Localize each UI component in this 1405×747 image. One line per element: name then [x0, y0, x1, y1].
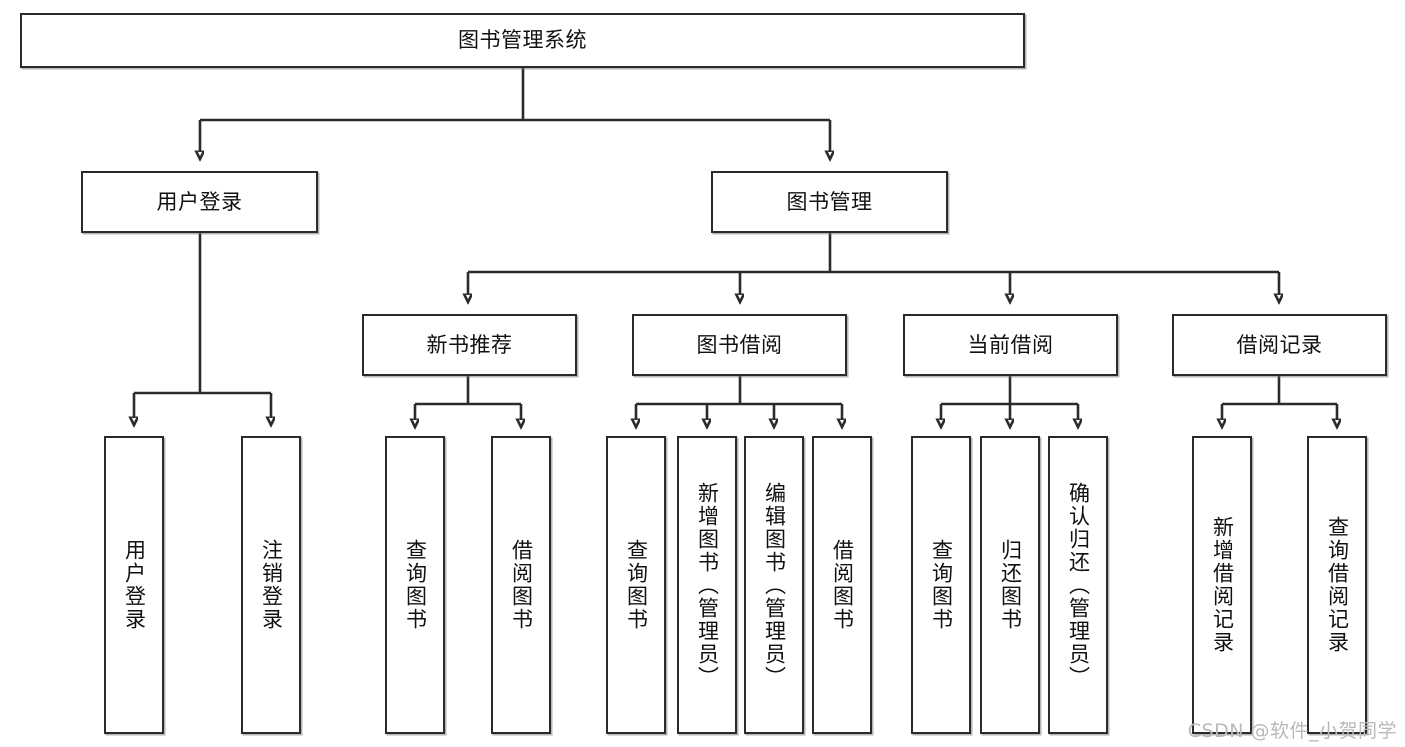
node-root-label: 图书管理系统: [458, 28, 587, 53]
leaf-edit-book-admin[interactable]: 编辑图书（管理员）: [744, 436, 804, 734]
node-current-borrow-label: 当前借阅: [967, 332, 1054, 357]
node-book-manage[interactable]: 图书管理: [711, 171, 948, 233]
leaf-logout-login-label: 注销登录: [259, 539, 284, 631]
leaf-user-login-label: 用户登录: [122, 539, 147, 631]
node-user-login[interactable]: 用户登录: [81, 171, 318, 233]
leaf-query-book-rec-label: 查询图书: [403, 539, 428, 631]
leaf-edit-book-admin-label: 编辑图书（管理员）: [762, 481, 787, 689]
leaf-add-book-admin[interactable]: 新增图书（管理员）: [677, 436, 737, 734]
leaf-add-book-admin-label: 新增图书（管理员）: [695, 481, 720, 689]
leaf-return-book[interactable]: 归还图书: [980, 436, 1040, 734]
node-book-borrow-label: 图书借阅: [696, 332, 783, 357]
node-book-borrow[interactable]: 图书借阅: [632, 314, 847, 376]
node-new-book-rec[interactable]: 新书推荐: [362, 314, 577, 376]
node-root[interactable]: 图书管理系统: [20, 13, 1025, 68]
leaf-query-book-borrow-label: 查询图书: [624, 539, 649, 631]
leaf-query-borrow-record-label: 查询借阅记录: [1325, 516, 1350, 654]
leaf-query-book-borrow[interactable]: 查询图书: [606, 436, 666, 734]
leaf-return-book-label: 归还图书: [998, 539, 1023, 631]
leaf-query-book-rec[interactable]: 查询图书: [385, 436, 445, 734]
node-user-login-label: 用户登录: [156, 189, 243, 214]
leaf-borrow-book-borrow[interactable]: 借阅图书: [812, 436, 872, 734]
node-borrow-record[interactable]: 借阅记录: [1172, 314, 1387, 376]
leaf-borrow-book-rec[interactable]: 借阅图书: [491, 436, 551, 734]
leaf-confirm-return-admin-label: 确认归还（管理员）: [1066, 481, 1091, 689]
node-new-book-rec-label: 新书推荐: [426, 332, 513, 357]
leaf-query-book-current[interactable]: 查询图书: [911, 436, 971, 734]
leaf-logout-login[interactable]: 注销登录: [241, 436, 301, 734]
leaf-query-borrow-record[interactable]: 查询借阅记录: [1307, 436, 1367, 734]
node-borrow-record-label: 借阅记录: [1236, 332, 1323, 357]
leaf-add-borrow-record[interactable]: 新增借阅记录: [1192, 436, 1252, 734]
leaf-confirm-return-admin[interactable]: 确认归还（管理员）: [1048, 436, 1108, 734]
leaf-borrow-book-borrow-label: 借阅图书: [830, 539, 855, 631]
leaf-user-login[interactable]: 用户登录: [104, 436, 164, 734]
node-book-manage-label: 图书管理: [786, 189, 873, 214]
node-current-borrow[interactable]: 当前借阅: [903, 314, 1118, 376]
leaf-borrow-book-rec-label: 借阅图书: [509, 539, 534, 631]
leaf-add-borrow-record-label: 新增借阅记录: [1210, 516, 1235, 654]
leaf-query-book-current-label: 查询图书: [929, 539, 954, 631]
